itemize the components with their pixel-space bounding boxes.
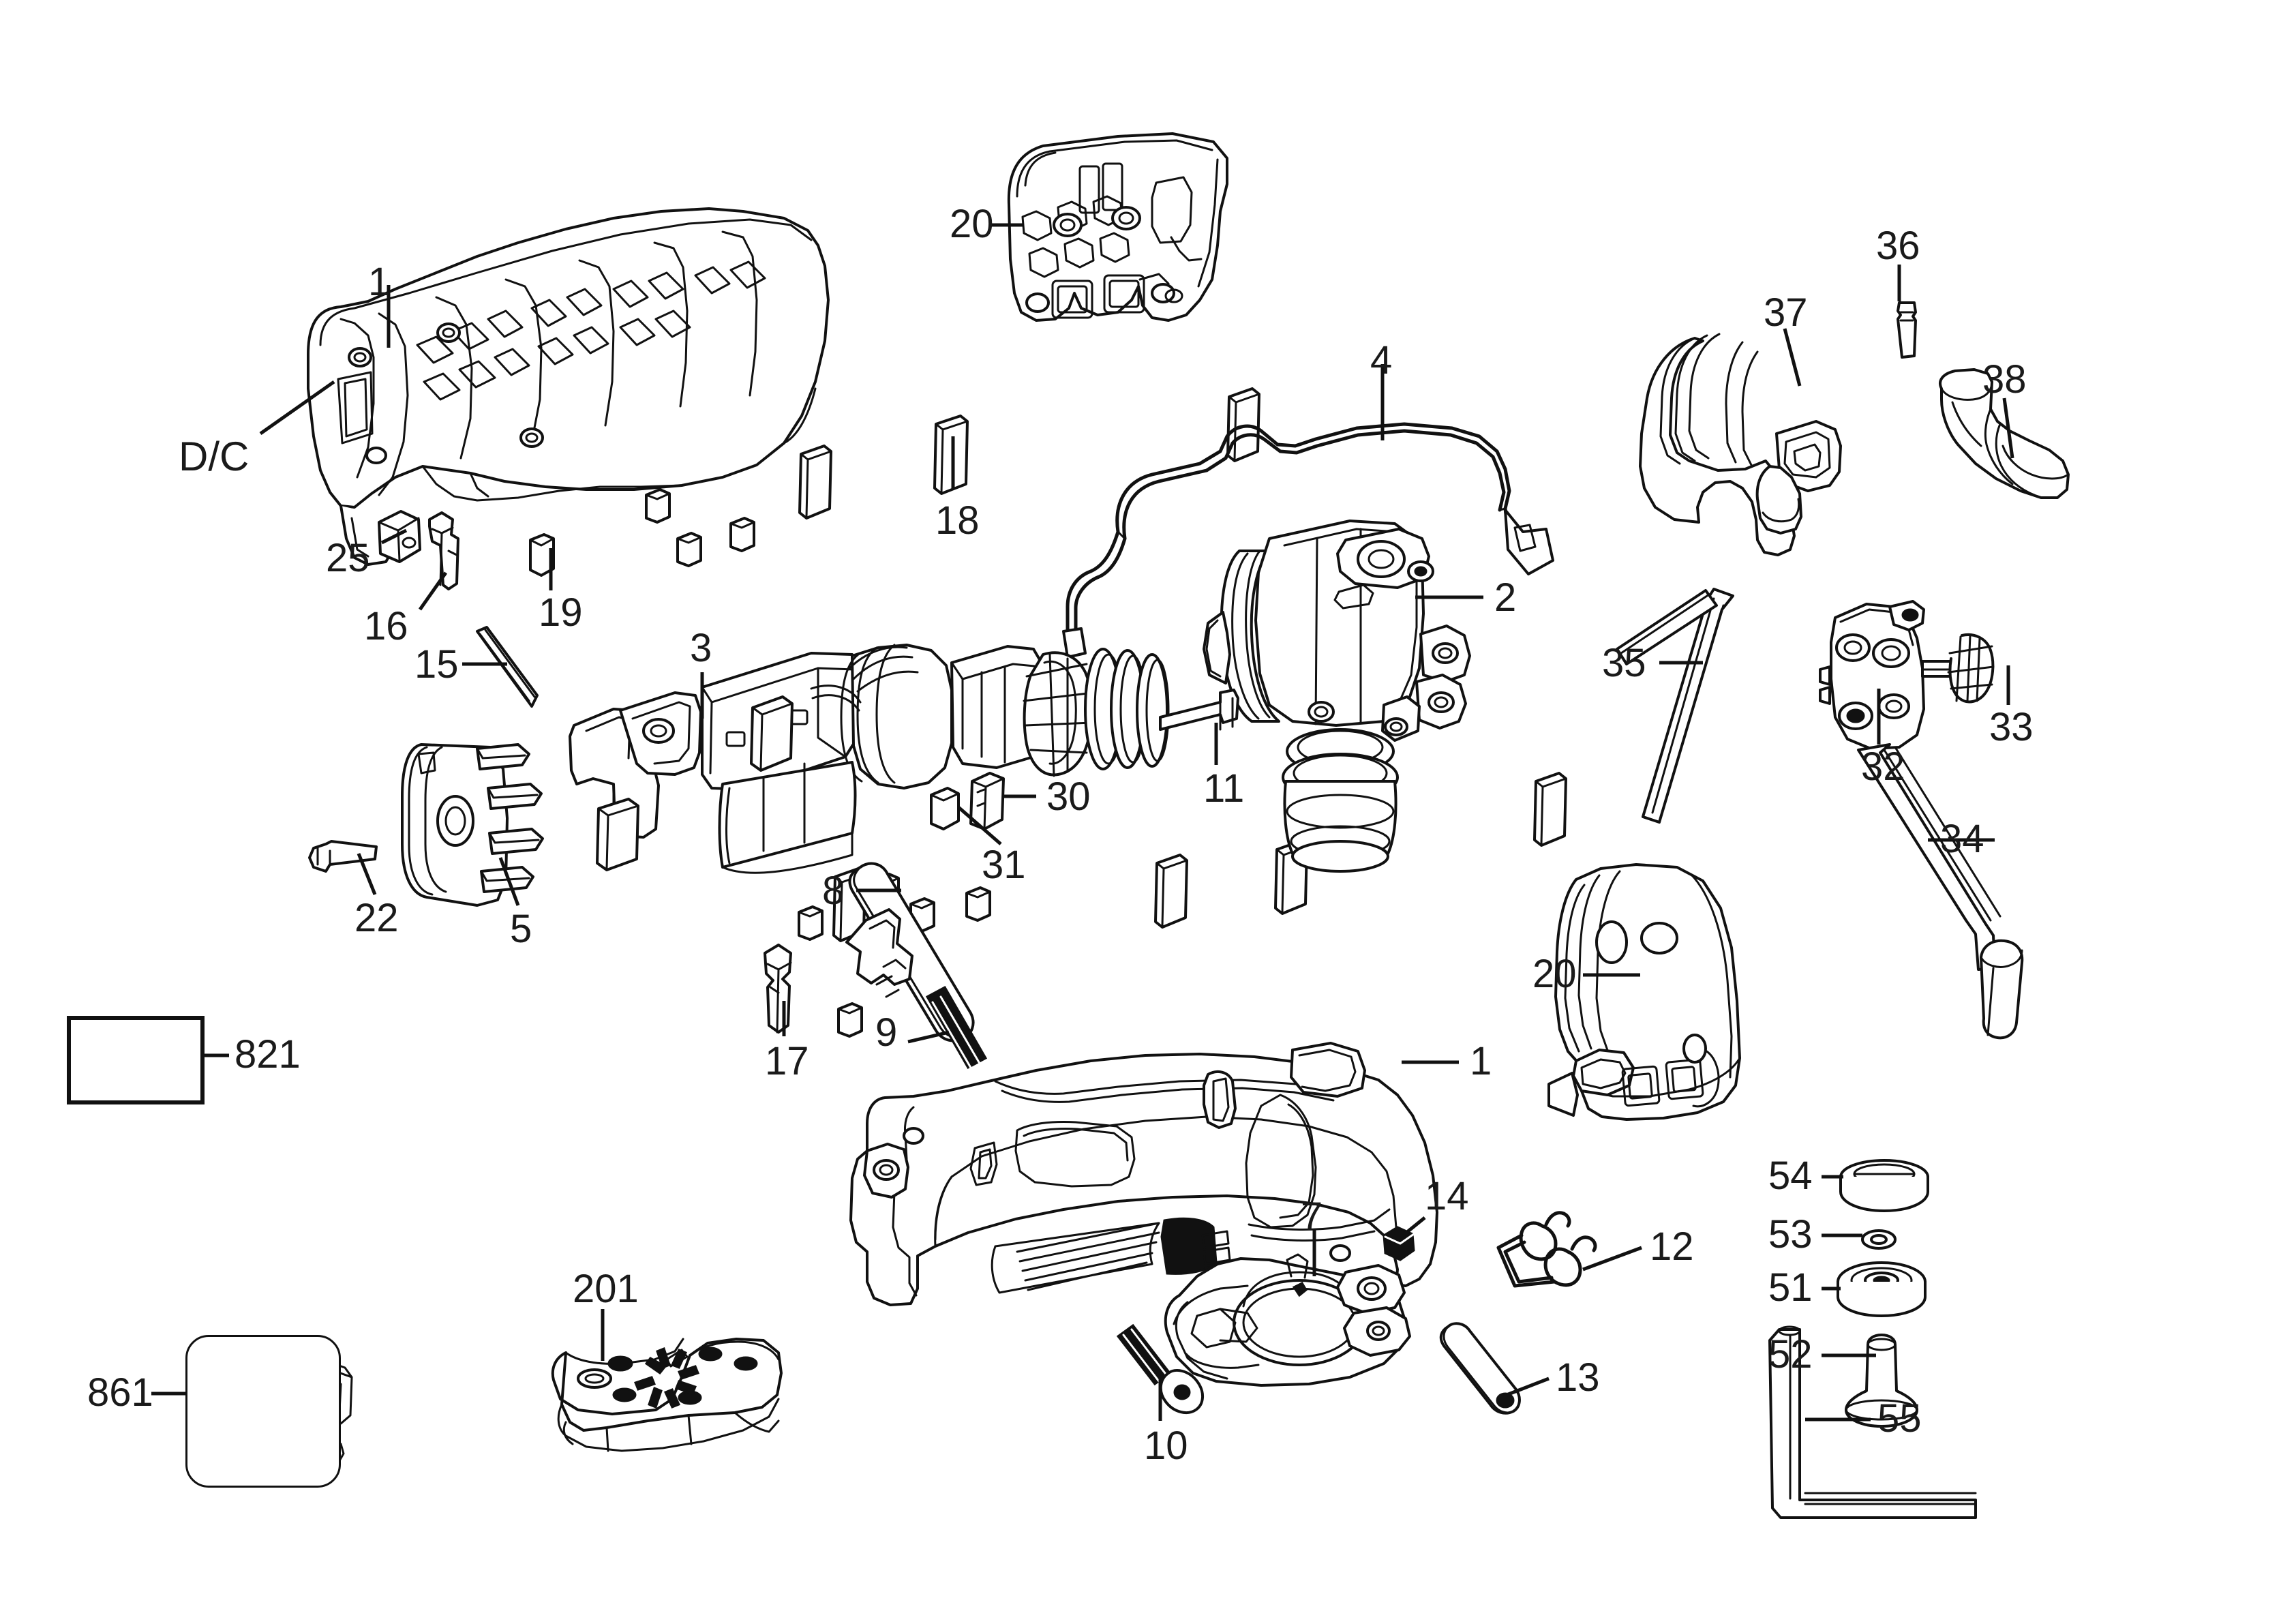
callout-821: 821: [235, 1032, 301, 1077]
callout-38: 38: [1982, 357, 2027, 402]
part-carrying-case-outline: [185, 1335, 341, 1488]
callout-9: 9: [875, 1010, 898, 1055]
part-spring-strip: [476, 626, 539, 708]
part-motor-and-electronics-assembly: [569, 644, 1170, 874]
part-screw: [1159, 689, 1239, 731]
callout-14: 14: [1425, 1174, 1469, 1218]
part-hex-key-large: [1616, 588, 1734, 824]
part-shoulder-pin: [1845, 1334, 1918, 1428]
callout-19: 19: [539, 590, 583, 635]
callout-17: 17: [765, 1039, 809, 1083]
callout-10: 10: [1144, 1424, 1188, 1468]
part-pin: [529, 533, 555, 577]
callout-54: 54: [1768, 1154, 1813, 1198]
part-lock-lever: [764, 944, 792, 1034]
callout-15: 15: [414, 642, 459, 687]
part-shoe-clamp-collar: [1164, 1253, 1411, 1387]
callout-13: 13: [1556, 1355, 1600, 1400]
part-motor-end-cap-cover: [1007, 132, 1228, 322]
part-ball-bearing: [1837, 1261, 1927, 1317]
callout-dc: D/C: [179, 434, 250, 479]
part-fan-baffle: [401, 743, 544, 907]
part-roller-bushing: [378, 510, 421, 563]
part-dust-port-nozzle: [1939, 368, 2070, 499]
part-clamshell-housing-left: [307, 207, 830, 566]
part-switch-lever: [428, 511, 459, 590]
callout-53: 53: [1768, 1212, 1813, 1257]
leader-lines: [151, 223, 2014, 1422]
callout-4: 4: [1370, 338, 1393, 382]
part-clamshell-housing-right: [849, 1042, 1438, 1306]
callout-37: 37: [1764, 290, 1808, 335]
part-label-decal: [67, 1016, 205, 1104]
callout-36: 36: [1876, 224, 1920, 268]
callout-32: 32: [1861, 745, 1905, 789]
part-gear-case-assembly: [1203, 520, 1471, 873]
part-blade-clamp-block: [1819, 600, 1925, 750]
part-set-screw: [1897, 301, 1917, 359]
callout-18: 18: [935, 498, 980, 543]
callout-12: 12: [1650, 1224, 1694, 1269]
callout-55: 55: [1877, 1396, 1922, 1441]
part-dowel-pin: [1439, 1322, 1521, 1415]
callout-3: 3: [690, 626, 712, 670]
part-gear-case-cover: [1547, 863, 1741, 1121]
callout-30: 30: [1046, 775, 1091, 819]
part-knurled-thumb-knob: [1921, 633, 1995, 704]
callout-8: 8: [822, 869, 845, 913]
part-bushing-sleeve: [930, 787, 960, 830]
callout-7: 7: [1301, 1194, 1323, 1239]
callout-1b: 1: [1470, 1039, 1492, 1083]
callout-20a: 20: [950, 202, 994, 246]
callout-2: 2: [1494, 575, 1517, 620]
part-roll-pin: [925, 985, 988, 1070]
callout-35: 35: [1602, 641, 1646, 685]
callout-20b: 20: [1532, 952, 1577, 996]
callout-22: 22: [354, 896, 399, 940]
part-hex-key-small: [1768, 1325, 1977, 1519]
part-shoe-base-plate: [551, 1338, 783, 1452]
part-terminal-contact: [969, 772, 1005, 830]
callout-25: 25: [326, 536, 370, 580]
part-flat-washer-small: [1861, 1229, 1897, 1250]
callout-31: 31: [982, 843, 1026, 887]
callout-16: 16: [364, 604, 408, 648]
part-hex-key-with-grip: [1857, 743, 2024, 1040]
part-socket-head-screw: [1116, 1323, 1204, 1414]
part-torsion-spring: [1496, 1211, 1597, 1288]
callout-33: 33: [1989, 705, 2034, 749]
part-screw-small: [308, 840, 378, 873]
callout-1: 1: [368, 260, 391, 304]
callout-5: 5: [510, 907, 532, 951]
callout-11: 11: [1203, 766, 1245, 811]
part-dust-extraction-elbow: [1639, 333, 1842, 556]
callout-52: 52: [1768, 1332, 1813, 1377]
callout-201: 201: [573, 1267, 639, 1311]
callout-34: 34: [1940, 817, 1984, 861]
part-wire-harness-loom: [1062, 422, 1554, 659]
part-hex-nut: [1383, 1226, 1415, 1261]
callout-861: 861: [87, 1370, 153, 1415]
part-felt-washer: [1839, 1159, 1929, 1212]
callout-51: 51: [1768, 1265, 1813, 1310]
